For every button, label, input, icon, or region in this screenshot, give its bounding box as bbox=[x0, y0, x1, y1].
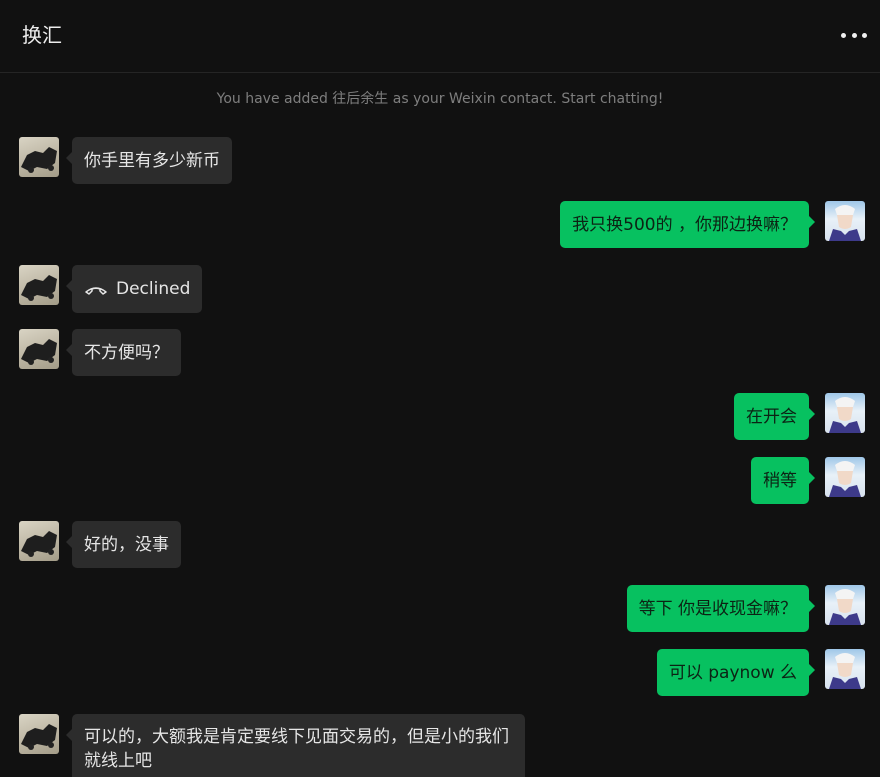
message-bubble[interactable]: 你手里有多少新币 bbox=[66, 137, 232, 184]
chat-title: 换汇 bbox=[22, 23, 62, 47]
contact-avatar[interactable] bbox=[19, 521, 59, 561]
message-bubble[interactable]: 不方便吗？ bbox=[66, 329, 181, 376]
user-avatar[interactable] bbox=[825, 649, 865, 689]
call-message-bubble[interactable]: Declined bbox=[65, 265, 203, 313]
contact-avatar[interactable] bbox=[19, 714, 59, 754]
message-bubble[interactable]: 可以的，大额我是肯定要线下见面交易的，但是小的我们就线上吧 bbox=[66, 714, 525, 777]
call-status-label: Declined bbox=[116, 279, 191, 299]
user-avatar[interactable] bbox=[825, 457, 865, 497]
message-bubble[interactable]: 我只换500的 ，你那边换嘛？ bbox=[560, 201, 815, 248]
message-bubble[interactable]: 在开会 bbox=[734, 393, 815, 440]
user-avatar[interactable] bbox=[825, 201, 865, 241]
hang-up-icon bbox=[85, 287, 107, 295]
user-avatar[interactable] bbox=[825, 585, 865, 625]
message-bubble[interactable]: 好的，没事 bbox=[66, 521, 181, 568]
contact-avatar[interactable] bbox=[19, 329, 59, 369]
chat-header: 换汇 bbox=[0, 0, 880, 73]
message-bubble[interactable]: 可以 paynow 么 bbox=[656, 649, 816, 696]
more-options-icon[interactable] bbox=[841, 26, 867, 44]
contact-added-notice: You have added 往后余生 as your Weixin conta… bbox=[216, 91, 664, 107]
contact-avatar[interactable] bbox=[19, 265, 59, 305]
message-bubble[interactable]: 稍等 bbox=[751, 457, 815, 504]
contact-avatar[interactable] bbox=[19, 137, 59, 177]
message-bubble[interactable]: 等下 你是收现金嘛？ bbox=[626, 585, 816, 632]
user-avatar[interactable] bbox=[825, 393, 865, 433]
